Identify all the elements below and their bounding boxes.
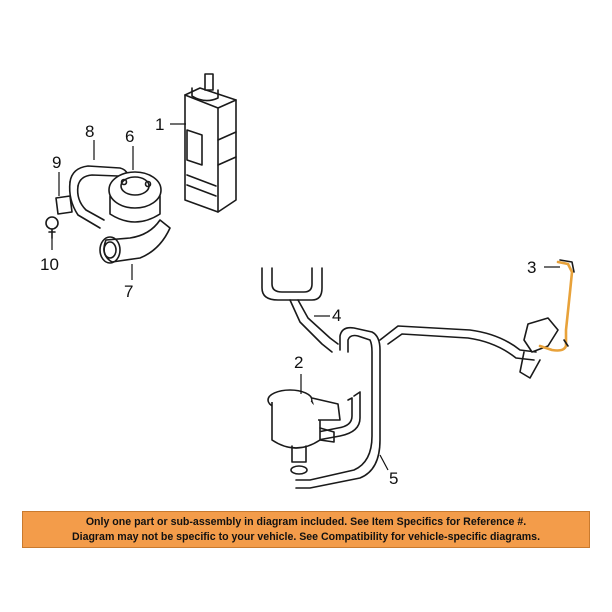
part-10-bolt: [45, 216, 59, 239]
callout-8: 8: [85, 122, 94, 141]
part-2-pump: [267, 389, 341, 475]
part-1-canister: [184, 73, 237, 213]
disclaimer-line-1: Only one part or sub-assembly in diagram…: [85, 516, 527, 528]
callout-4: 4: [332, 306, 341, 325]
right-connector: [519, 317, 559, 379]
part-3-highlighted-line: [538, 259, 575, 352]
callout-10: 10: [40, 255, 59, 274]
part-7-elbow: [99, 219, 171, 264]
callout-3: 3: [527, 258, 536, 277]
callout-2: 2: [294, 353, 303, 372]
callout-7: 7: [124, 282, 133, 301]
callout-1: 1: [155, 115, 164, 134]
part-9-bracket: [55, 195, 73, 215]
callout-5: 5: [389, 469, 398, 488]
callout-6: 6: [125, 127, 134, 146]
part-5-hose: [295, 325, 537, 489]
disclaimer-banner: Only one part or sub-assembly in diagram…: [22, 511, 590, 548]
part-4-hose: [261, 267, 339, 353]
disclaimer-line-2: Diagram may not be specific to your vehi…: [71, 531, 541, 543]
callout-9: 9: [52, 153, 61, 172]
part-6-valve: [108, 171, 162, 223]
